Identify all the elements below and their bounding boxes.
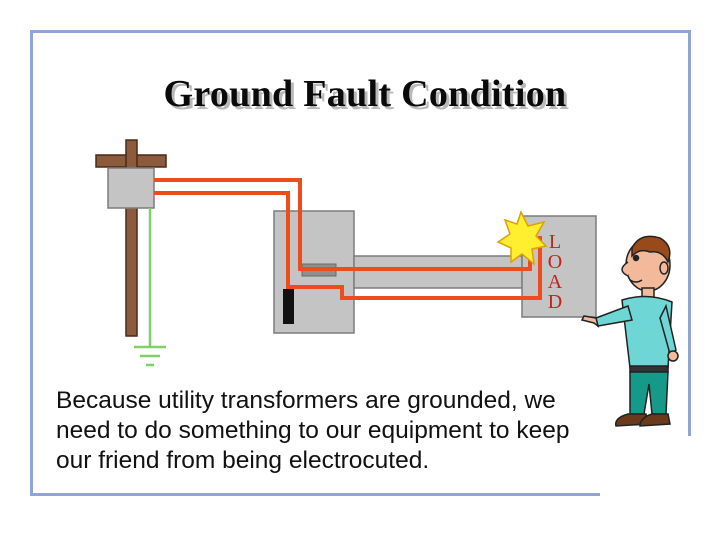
load-letter-d: D — [547, 291, 563, 313]
slide-caption: Because utility transformers are grounde… — [56, 387, 570, 474]
utility-pole-icon — [95, 139, 167, 337]
slide-title: Ground Fault Condition — [163, 73, 567, 115]
conduit — [353, 255, 523, 289]
load-letter-a: A — [547, 271, 563, 293]
person-pointing-icon — [580, 235, 679, 427]
frame-gap — [600, 436, 700, 540]
load-letter-o: O — [547, 251, 563, 273]
ground-symbol-icon — [134, 208, 166, 367]
load-letter-l: L — [548, 231, 562, 253]
transformer-icon — [107, 167, 155, 209]
spark-icon — [496, 210, 548, 266]
panel-breaker-handle — [283, 289, 294, 324]
slide-frame — [30, 30, 691, 496]
